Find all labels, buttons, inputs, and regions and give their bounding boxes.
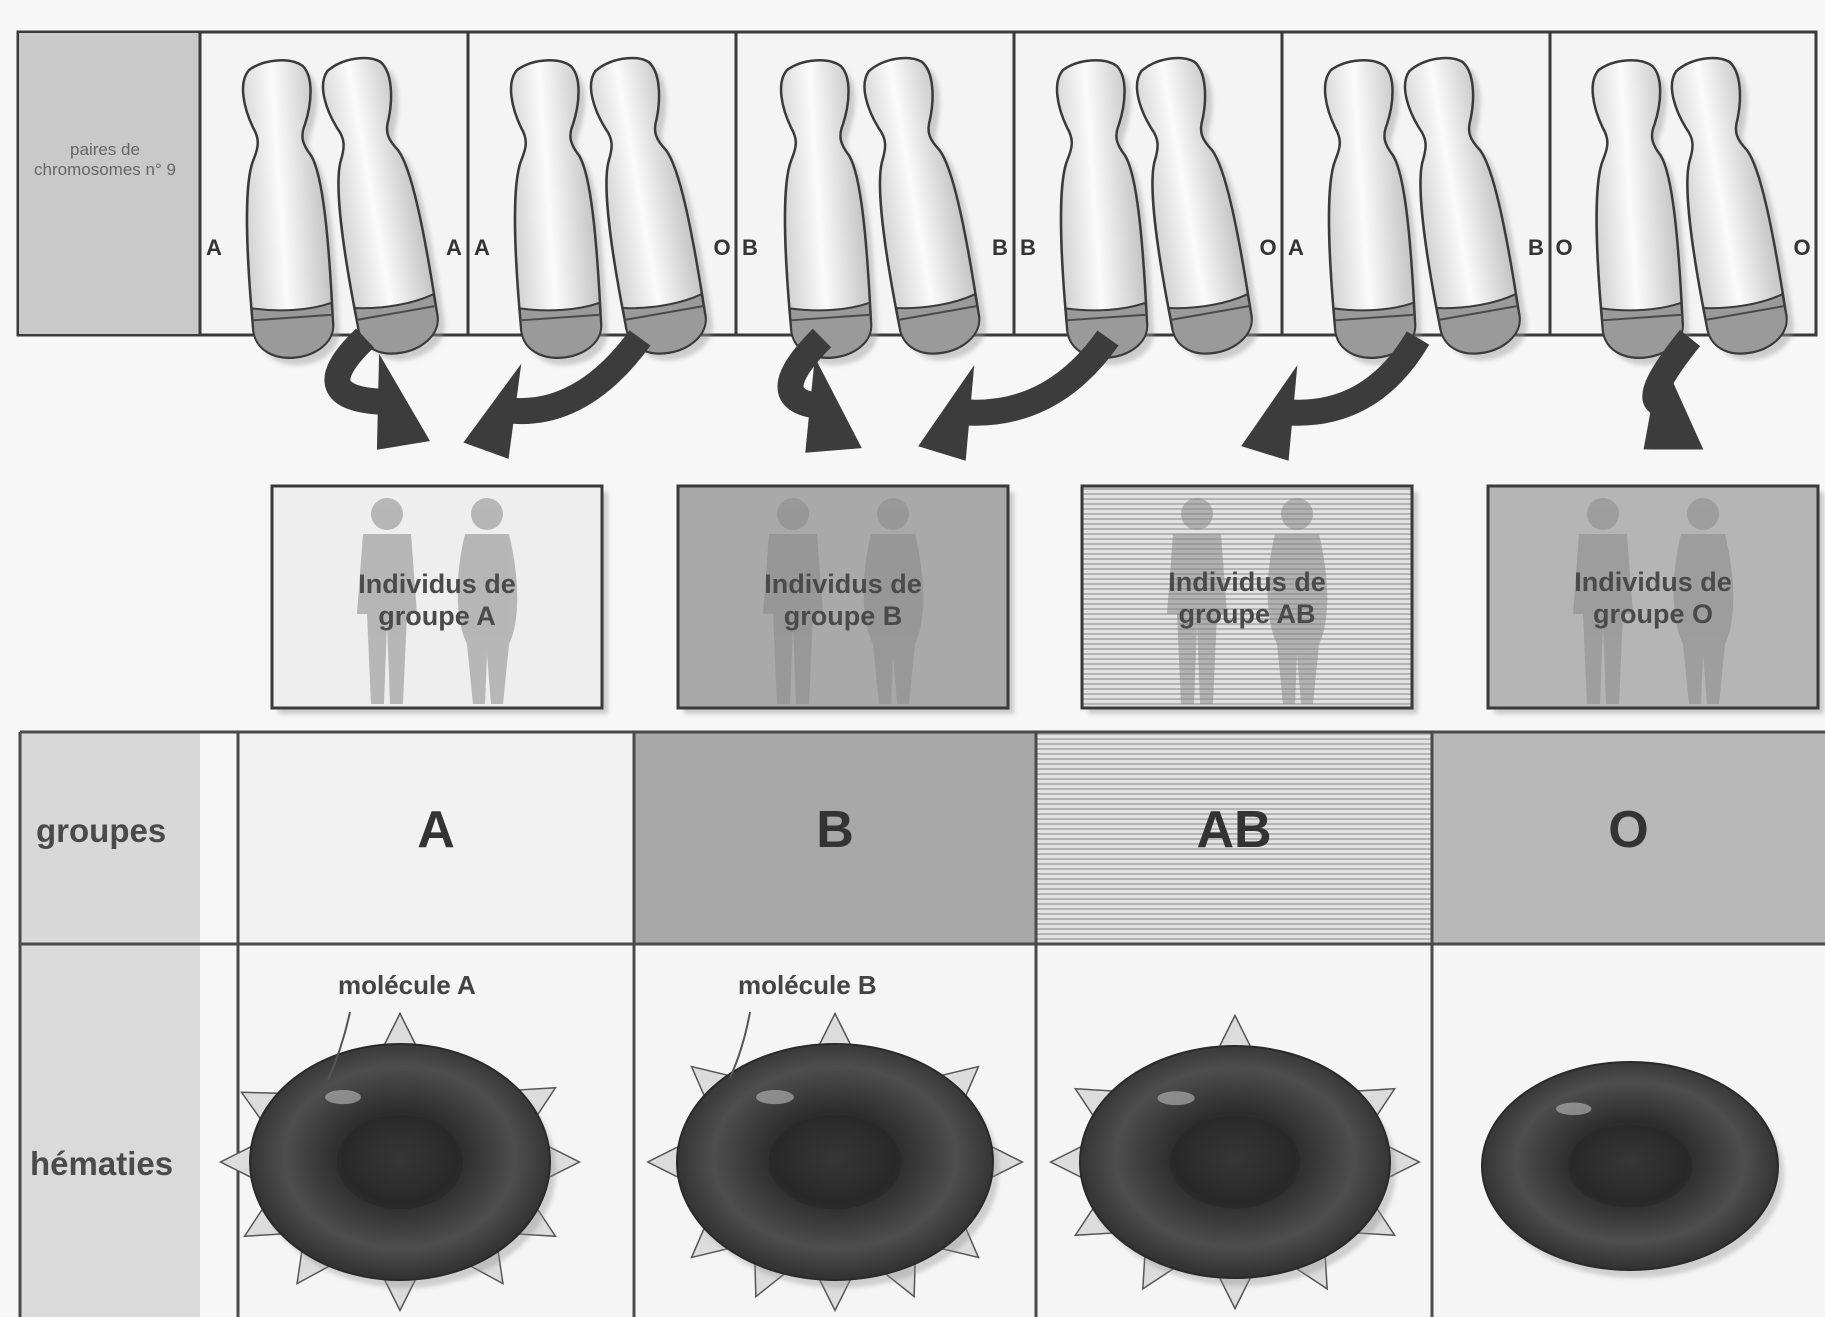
chromosome-header-cell: [19, 33, 199, 334]
molecule-a-label: molécule A: [338, 970, 476, 1001]
allele-right-1: A: [446, 235, 462, 261]
individuals-group-b-line2: groupe B: [678, 600, 1008, 632]
allele-left-3: B: [742, 235, 758, 261]
allele-right-4: O: [1259, 235, 1276, 261]
allele-left-6: O: [1555, 235, 1572, 261]
arrow-pair5-to-ab: [1241, 338, 1418, 461]
cells-label-cell: [20, 944, 200, 1317]
red-cells-row-label: hématies: [30, 1145, 173, 1183]
individuals-group-a-label: Individus de groupe A: [272, 568, 602, 632]
individuals-group-b-label: Individus de groupe B: [678, 568, 1008, 632]
chromosome-pairs-label: paires de chromosomes n° 9: [20, 140, 190, 180]
groups-row-label: groupes: [36, 812, 166, 850]
group-a-letter: A: [238, 800, 634, 860]
allele-left-4: B: [1020, 235, 1036, 261]
group-b-letter: B: [634, 800, 1036, 860]
individuals-group-o-line1: Individus de: [1488, 566, 1818, 598]
allele-right-6: O: [1793, 235, 1810, 261]
individuals-group-ab-label: Individus de groupe AB: [1082, 566, 1412, 630]
individuals-group-o-label: Individus de groupe O: [1488, 566, 1818, 630]
allele-left-1: A: [206, 235, 222, 261]
allele-right-5: B: [1528, 235, 1544, 261]
molecule-b-label: molécule B: [738, 970, 877, 1001]
individuals-group-ab-line2: groupe AB: [1082, 598, 1412, 630]
group-ab-letter: AB: [1036, 800, 1432, 860]
allele-left-5: A: [1288, 235, 1304, 261]
individuals-group-o-line2: groupe O: [1488, 598, 1818, 630]
chromosome-table: [18, 32, 1816, 368]
allele-left-2: A: [474, 235, 490, 261]
individuals-group-a-line1: Individus de: [272, 568, 602, 600]
individuals-group-b-line1: Individus de: [678, 568, 1008, 600]
individuals-group-ab-line1: Individus de: [1082, 566, 1412, 598]
group-o-letter: O: [1432, 800, 1825, 860]
allele-right-2: O: [713, 235, 730, 261]
allele-right-3: B: [992, 235, 1008, 261]
individuals-group-a-line2: groupe A: [272, 600, 602, 632]
